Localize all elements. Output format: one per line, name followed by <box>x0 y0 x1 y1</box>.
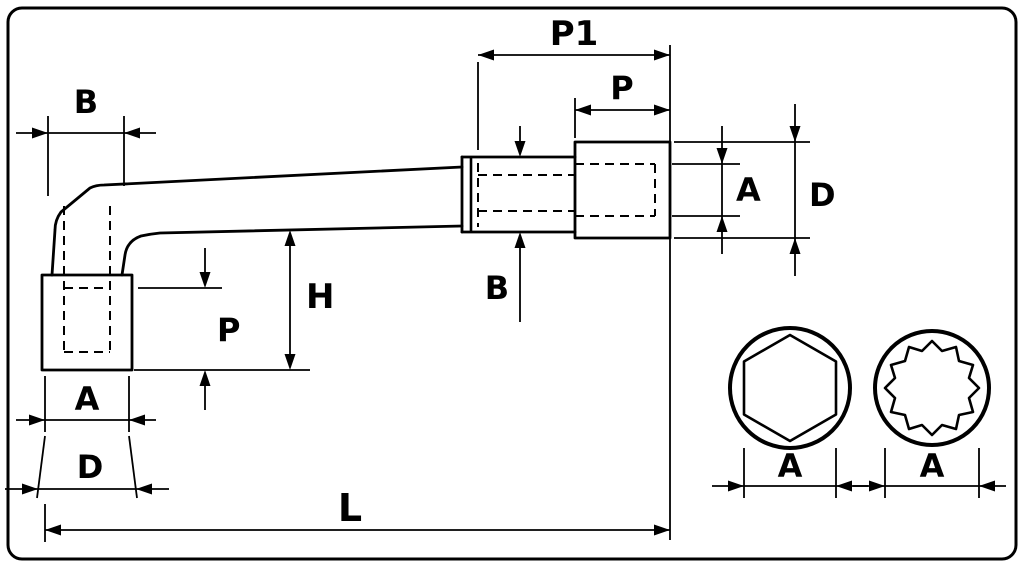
label-d-right: D <box>809 176 836 214</box>
dimension-b-mid: B <box>485 126 526 322</box>
dimension-l: L <box>44 486 670 542</box>
arrowhead <box>284 354 296 370</box>
label-p-left: P <box>217 311 240 349</box>
label-b-bend: B <box>74 83 98 121</box>
hex-socket-section-view: A <box>712 326 868 498</box>
label-d-left: D <box>77 448 104 486</box>
label-p1: P1 <box>550 14 599 54</box>
twelve-point-outer-circle <box>873 329 991 447</box>
extension-line <box>36 435 46 499</box>
hidden-bore-lines <box>63 163 656 356</box>
dimension-d-left: D <box>5 435 169 499</box>
bend-outer-edge <box>50 165 464 277</box>
arrowhead <box>789 126 801 142</box>
arrowhead <box>716 148 728 164</box>
label-h: H <box>306 277 334 317</box>
arrowhead <box>728 480 744 492</box>
bend-inner-edge <box>120 224 464 277</box>
arrowhead <box>789 238 801 254</box>
arrowhead <box>22 483 38 495</box>
arrowhead <box>654 49 670 61</box>
arrowhead <box>514 141 526 157</box>
arrowhead <box>136 483 152 495</box>
wrench-body <box>40 140 672 372</box>
label-b-mid: B <box>485 269 509 307</box>
arrowhead <box>979 480 995 492</box>
label-l: L <box>338 486 362 530</box>
dimension-a-left: A <box>16 376 156 432</box>
label-p-right: P <box>610 69 633 107</box>
arrowhead <box>869 480 885 492</box>
arrowhead <box>199 370 211 386</box>
arrowhead <box>284 230 296 246</box>
label-a-left: A <box>75 380 100 418</box>
dimension-a-right: A <box>672 126 761 254</box>
dimension-p-right: P <box>574 69 670 138</box>
drawing-border <box>6 6 1018 561</box>
label-a-right: A <box>736 171 761 209</box>
twelve-point-socket-section-view: A <box>853 329 1006 498</box>
arrowhead <box>836 480 852 492</box>
arrowhead <box>478 49 494 61</box>
arrowhead <box>514 232 526 248</box>
arrowhead <box>654 104 670 116</box>
arrowhead <box>129 414 145 426</box>
extension-line <box>128 435 138 499</box>
dimension-p1: P1 <box>477 14 670 150</box>
arrowhead <box>124 127 140 139</box>
dimension-p-left: P <box>138 248 240 410</box>
label-a-bihex: A <box>920 447 945 485</box>
dimension-d-right: D <box>674 104 836 276</box>
arrowhead <box>716 216 728 232</box>
arrowhead <box>45 524 61 536</box>
twelve-point-bore <box>883 339 981 437</box>
arrowhead <box>654 524 670 536</box>
hex-socket-bore <box>742 333 838 443</box>
left-socket-outline <box>40 273 134 372</box>
dimension-b-bend: B <box>16 83 156 196</box>
arrowhead <box>29 414 45 426</box>
label-a-hex: A <box>778 447 803 485</box>
hex-socket-outer-circle <box>728 326 852 450</box>
arrowhead <box>575 104 591 116</box>
arrowhead <box>32 127 48 139</box>
arrowhead <box>199 272 211 288</box>
dimension-h: H <box>134 230 334 371</box>
